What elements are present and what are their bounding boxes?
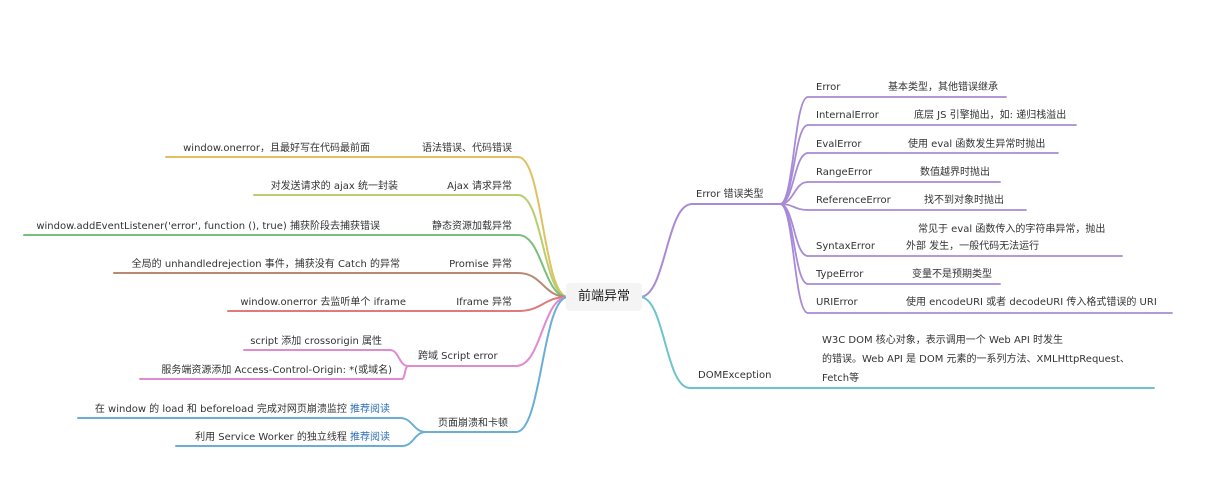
branch-connector <box>517 156 569 298</box>
leaf-crash-load-text: 在 window 的 load 和 beforeload 完成对网页崩溃监控 <box>94 404 350 415</box>
leaf-iframe-onerror: window.onerror 去监听单个 iframe <box>240 297 406 308</box>
branch-resource-error-label[interactable]: 静态资源加载异常 <box>432 221 512 232</box>
leaf-connector <box>389 349 409 367</box>
error-type-desc: 常见于 eval 函数传入的字符串异常，抛出 <box>918 224 1106 235</box>
leaf-connector <box>779 203 809 285</box>
recommended-reading-link[interactable]: 推荐阅读 <box>350 404 390 415</box>
branch-dom-exception-label[interactable]: DOMException <box>698 370 772 381</box>
leaf-connector <box>401 431 427 447</box>
error-type-desc: 底层 JS 引擎抛出，如: 递归栈溢出 <box>914 110 1067 121</box>
error-type-name: EvalError <box>816 139 862 150</box>
error-type-desc: 基本类型，其他错误继承 <box>888 82 998 93</box>
branch-crash-label[interactable]: 页面崩溃和卡顿 <box>438 418 508 429</box>
dom-exception-desc: W3C DOM 核心对象，表示调用一个 Web API 时发生 <box>822 335 1063 346</box>
leaf-promise-unhandled: 全局的 unhandledrejection 事件，捕获没有 Catch 的异常 <box>131 259 400 270</box>
error-type-name: InternalError <box>816 110 879 121</box>
branch-promise-error-label[interactable]: Promise 异常 <box>449 259 512 270</box>
dom-exception-desc-line2: 的错误。Web API 是 DOM 元素的一系列方法、XMLHttpReques… <box>822 354 1130 365</box>
error-type-desc: 数值越界时抛出 <box>920 167 990 178</box>
branch-error-types-label[interactable]: Error 错误类型 <box>696 189 764 200</box>
error-type-name: Error <box>816 82 841 93</box>
branch-connector <box>517 234 569 298</box>
leaf-crossorigin-attr: script 添加 crossorigin 属性 <box>250 336 382 347</box>
branch-iframe-error-label[interactable]: Iframe 异常 <box>456 297 512 308</box>
branch-ajax-error-label[interactable]: Ajax 请求异常 <box>447 181 512 192</box>
error-type-desc: 使用 eval 函数发生异常时抛出 <box>908 139 1046 150</box>
error-type-name: SyntaxError <box>816 241 875 252</box>
error-type-desc: 找不到对象时抛出 <box>924 195 1004 206</box>
recommended-reading-link[interactable]: 推荐阅读 <box>350 432 390 443</box>
leaf-crash-sw-text: 利用 Service Worker 的独立线程 <box>195 432 350 443</box>
leaf-resource-listener: window.addEventListener('error', functio… <box>36 221 380 232</box>
leaf-crash-service-worker: 利用 Service Worker 的独立线程 推荐阅读 <box>160 431 390 445</box>
branch-connector <box>517 272 569 298</box>
dom-exception-desc-line3: Fetch等 <box>822 373 860 384</box>
leaf-ajax-wrap: 对发送请求的 ajax 统一封装 <box>270 181 398 192</box>
error-type-name: TypeError <box>816 269 864 280</box>
leaf-access-control: 服务端资源添加 Access-Control-Origin: *(或域名) <box>161 365 392 376</box>
leaf-syntax-onerror: window.onerror，且最好写在代码最前面 <box>183 143 370 154</box>
branch-connector <box>515 296 569 367</box>
error-type-name: RangeError <box>816 167 873 178</box>
branch-cross-origin-label[interactable]: 跨域 Script error <box>418 351 498 362</box>
branch-connector <box>515 296 569 433</box>
branch-connector <box>639 296 691 389</box>
error-type-name: URIError <box>816 297 858 308</box>
root-node[interactable]: 前端异常 <box>566 283 642 311</box>
leaf-crash-load: 在 window 的 load 和 beforeload 完成对网页崩溃监控 推… <box>60 403 390 417</box>
branch-connector <box>639 203 693 298</box>
error-type-name: ReferenceError <box>816 195 891 206</box>
leaf-connector <box>399 417 427 433</box>
error-type-desc-line2: 外部 发生，一般代码无法运行 <box>906 241 1040 252</box>
error-type-desc: 变量不是预期类型 <box>912 269 992 280</box>
error-type-desc: 使用 encodeURI 或者 decodeURI 传入格式错误的 URI <box>906 297 1157 308</box>
leaf-connector <box>401 365 409 380</box>
leaf-connector <box>779 203 809 314</box>
branch-syntax-error-label[interactable]: 语法错误、代码错误 <box>422 143 512 154</box>
leaf-connector <box>779 96 809 205</box>
branch-connector <box>517 194 569 298</box>
